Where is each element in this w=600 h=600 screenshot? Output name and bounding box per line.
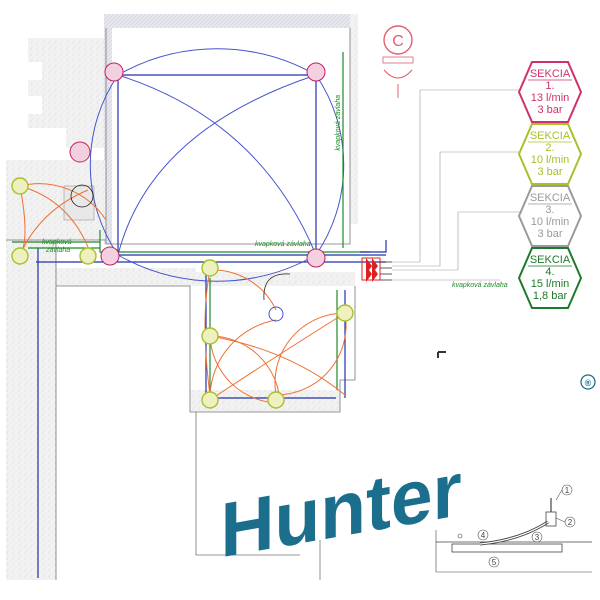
wall-vertical-right (350, 14, 358, 224)
hunter-logo-text: Hunter (221, 446, 462, 574)
section-number: 3. (545, 204, 554, 216)
section-pressure: 3 bar (537, 104, 562, 116)
drip-label-left-1: kvapková (42, 239, 72, 246)
section-number: 2. (545, 142, 554, 154)
section-label: SEKCIA (530, 192, 571, 204)
registered-mark: ® (585, 378, 592, 388)
wall-terrace-bottom (190, 390, 340, 412)
detail-callout-1: 1 (565, 486, 570, 495)
spray-head-center (268, 306, 284, 322)
wall-terrace-top (56, 268, 196, 286)
drip-label-vertical: kvapková závlaha (335, 95, 342, 151)
section-flow: 10 l/min (531, 216, 570, 228)
drip-label-section-4: kvapková závlaha (452, 282, 508, 289)
controller-letter: C (392, 33, 404, 50)
valve-manifold (360, 240, 392, 282)
detail-callout-3: 3 (535, 533, 540, 542)
spray-arcs-section-1 (89, 48, 345, 282)
section-label: SEKCIA (530, 254, 571, 266)
section-hex-outline (517, 185, 583, 247)
section-number: 1. (545, 80, 554, 92)
section-flow: 15 l/min (531, 278, 570, 290)
sprinkler-head-green (11, 177, 354, 409)
section-label: SEKCIA (530, 130, 571, 142)
wall-vertical-left (104, 14, 112, 244)
registered-mark-circle (580, 374, 596, 390)
section-label: SEKCIA (530, 68, 571, 80)
section-number: 4. (545, 266, 554, 278)
section-pressure: 1,8 bar (533, 290, 568, 302)
drip-curve (263, 273, 291, 301)
install-detail: 1 2 3 4 5 (435, 351, 592, 573)
column-block (63, 185, 95, 221)
sprinkler-head-pink (69, 62, 326, 268)
orange-arcs-section-2 (19, 183, 347, 404)
detail-callout-5: 5 (492, 558, 497, 567)
section-hex-outline (517, 123, 583, 185)
section-pressure: 3 bar (537, 166, 562, 178)
section-hex-outline (517, 247, 583, 309)
wall-notch-3 (6, 128, 66, 148)
wall-long-left (6, 240, 56, 580)
wall-notch-2 (6, 96, 42, 114)
building-walls (6, 14, 358, 580)
wall-terrace-mid (195, 272, 355, 286)
section-hex-outline (517, 61, 583, 123)
drip-point (70, 184, 94, 208)
wall-notch-1 (6, 62, 42, 80)
detail-callout-2: 2 (568, 518, 573, 527)
section-pressure: 3 bar (537, 228, 562, 240)
wall-top (104, 14, 356, 28)
controller-symbol: C (382, 25, 414, 98)
leader-lines (392, 89, 520, 281)
drip-label-center: kvapková závlaha (255, 241, 311, 248)
drip-label-left-2: závlaha (45, 247, 70, 254)
section-flow: 13 l/min (531, 92, 570, 104)
sprinkler-heads (11, 62, 354, 409)
section-flow: 10 l/min (531, 154, 570, 166)
detail-callout-4: 4 (481, 531, 486, 540)
building-outline (6, 28, 356, 580)
